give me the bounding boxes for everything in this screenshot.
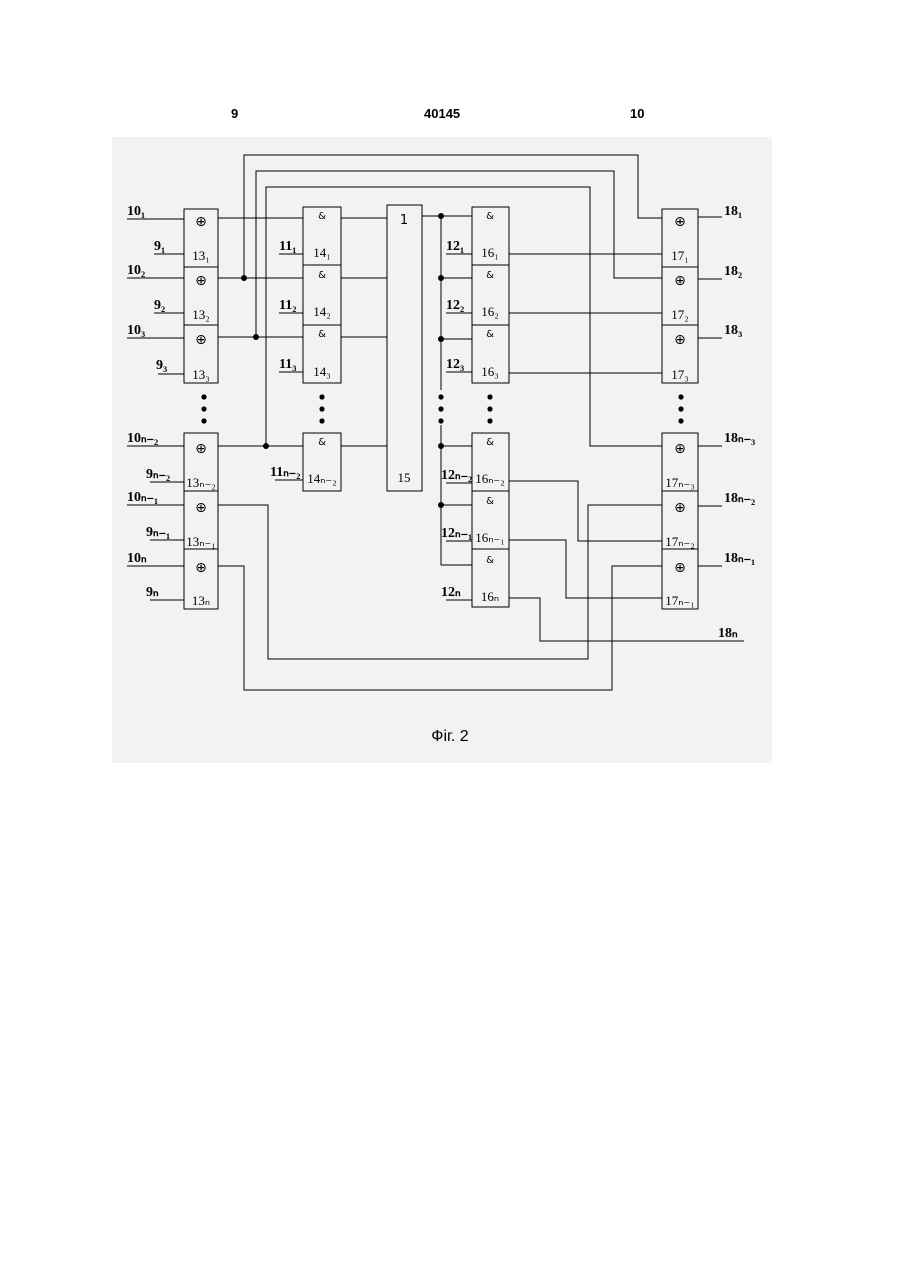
output-label-18: 18ₙ₋₂ — [724, 491, 755, 506]
or-symbol: 1 — [400, 213, 408, 228]
and-symbol: & — [486, 496, 494, 507]
block-label-16: 16ₙ₋₁ — [475, 530, 505, 545]
block-label-17: 17ₙ₋₁ — [665, 593, 695, 608]
input-label-12: 12ₙ — [441, 585, 461, 600]
and-symbol: & — [486, 211, 494, 222]
and-symbol: & — [486, 555, 494, 566]
block-label-17: 17₁ — [671, 248, 689, 263]
xor-symbol: ⊕ — [195, 441, 207, 457]
block-label-14: 14₁ — [313, 245, 331, 260]
output-label-18: 18ₙ₋₃ — [724, 431, 755, 446]
output-label-18: 18ₙ — [718, 626, 738, 641]
figure-caption: Фіг. 2 — [0, 728, 900, 746]
input-label-10: 10₂ — [127, 263, 145, 278]
block-label-14: 14₃ — [313, 364, 331, 379]
block-label-13: 13ₙ₋₂ — [186, 475, 216, 490]
output-label-18: 18ₙ₋₁ — [724, 551, 755, 566]
xor-symbol: ⊕ — [674, 332, 686, 348]
block-label-14: 14ₙ₋₂ — [307, 471, 337, 486]
block-label-17: 17₂ — [671, 307, 689, 322]
input-label-10: 10₁ — [127, 204, 145, 219]
block-label-17: 17ₙ₋₂ — [665, 534, 695, 549]
xor-symbol: ⊕ — [674, 214, 686, 230]
and-symbol: & — [318, 211, 326, 222]
xor-symbol: ⊕ — [674, 273, 686, 289]
xor-symbol: ⊕ — [195, 214, 207, 230]
input-label-11: 11₁ — [279, 239, 296, 254]
and-symbol: & — [486, 329, 494, 340]
block-label-14: 14₂ — [313, 304, 331, 319]
block-label-13: 13₃ — [192, 367, 210, 382]
input-label-10: 10ₙ₋₂ — [127, 431, 158, 446]
input-label-10: 10ₙ₋₁ — [127, 490, 158, 505]
and-symbol: & — [318, 437, 326, 448]
output-label-18: 18₁ — [724, 204, 742, 219]
input-label-10: 10ₙ — [127, 551, 147, 566]
input-label-12: 12ₙ₋₂ — [441, 468, 472, 483]
xor-symbol: ⊕ — [195, 332, 207, 348]
input-label-9: 9ₙ₋₂ — [146, 467, 170, 482]
input-label-9: 9₃ — [156, 358, 167, 373]
output-label-18: 18₃ — [724, 323, 742, 338]
and-symbol: & — [486, 437, 494, 448]
input-label-12: 12ₙ₋₁ — [441, 526, 472, 541]
block-label-16: 16ₙ — [481, 589, 499, 604]
input-label-9: 9ₙ — [146, 585, 159, 600]
xor-symbol: ⊕ — [195, 273, 207, 289]
xor-symbol: ⊕ — [674, 500, 686, 516]
input-label-9: 9ₙ₋₁ — [146, 525, 170, 540]
xor-symbol: ⊕ — [674, 441, 686, 457]
block-label-13: 13ₙ₋₁ — [186, 534, 216, 549]
block-label-16: 16₂ — [481, 304, 499, 319]
input-label-12: 12₃ — [446, 357, 464, 372]
input-label-10: 10₃ — [127, 323, 145, 338]
input-label-9: 9₁ — [154, 239, 165, 254]
block-label-16: 16ₙ₋₂ — [475, 471, 505, 486]
block-label-17: 17₃ — [671, 367, 689, 382]
block-label-17: 17ₙ₋₃ — [665, 475, 695, 490]
xor-symbol: ⊕ — [674, 560, 686, 576]
xor-symbol: ⊕ — [195, 500, 207, 516]
input-label-12: 12₂ — [446, 298, 464, 313]
xor-symbol: ⊕ — [195, 560, 207, 576]
and-symbol: & — [318, 329, 326, 340]
output-label-18: 18₂ — [724, 264, 742, 279]
input-label-9: 9₂ — [154, 298, 165, 313]
block-label-15: 15 — [398, 470, 411, 485]
block-label-13: 13₂ — [192, 307, 210, 322]
input-label-11: 11₃ — [279, 357, 296, 372]
and-symbol: & — [318, 270, 326, 281]
block-label-13: 13ₙ — [192, 593, 210, 608]
input-label-12: 12₁ — [446, 239, 464, 254]
block-label-16: 16₁ — [481, 245, 499, 260]
block-label-16: 16₃ — [481, 364, 499, 379]
input-label-11: 11₂ — [279, 298, 296, 313]
block-label-13: 13₁ — [192, 248, 210, 263]
and-symbol: & — [486, 270, 494, 281]
input-label-11: 11ₙ₋₂ — [270, 465, 300, 480]
